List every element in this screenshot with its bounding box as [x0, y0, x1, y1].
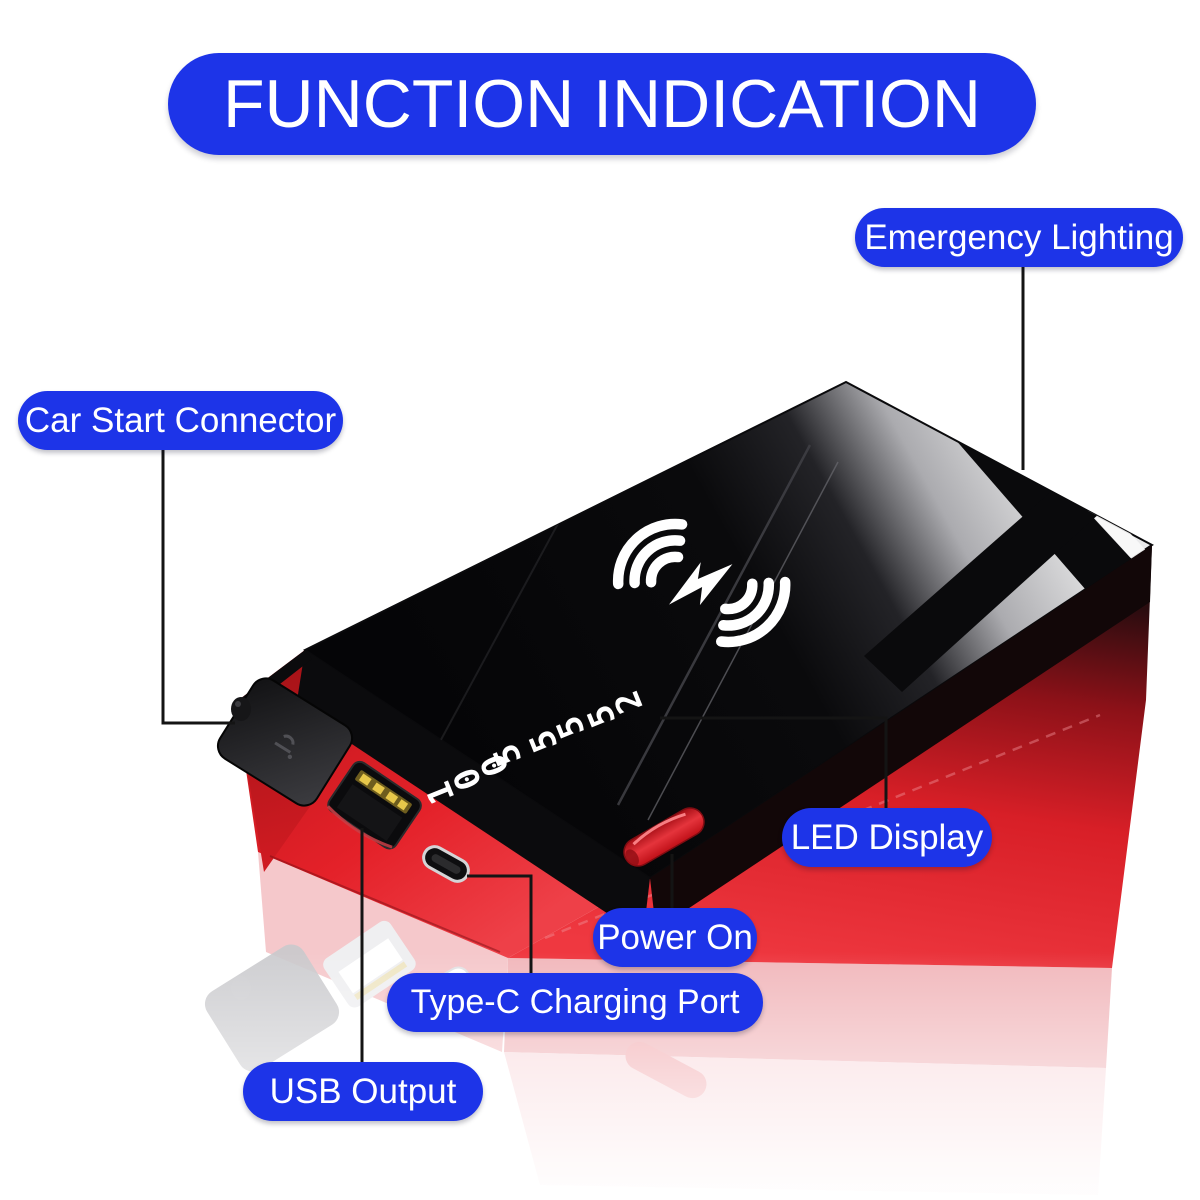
side-knob: [231, 697, 251, 721]
leader-led-display: [660, 716, 888, 810]
glass-front-edge: [296, 650, 650, 937]
usb-a-port: [326, 760, 422, 850]
callout-type-c-charging-port: Type-C Charging Port: [387, 973, 763, 1032]
wireless-charging-bolt-icon: [612, 518, 791, 648]
leader-type-c: [467, 874, 533, 975]
callout-usb-output: USB Output: [243, 1062, 483, 1121]
type-c-port: [422, 845, 470, 883]
callout-power-on: Power On: [593, 908, 757, 967]
page-title: FUNCTION INDICATION: [168, 53, 1036, 155]
callout-emergency-lighting: Emergency Lighting: [855, 208, 1183, 267]
leader-car-start-connector: [161, 450, 235, 725]
callout-car-start-connector: Car Start Connector: [18, 391, 343, 450]
power-button: [623, 807, 705, 867]
callout-led-display: LED Display: [782, 808, 992, 867]
body-right-face: [508, 545, 1152, 968]
leader-lines: [161, 267, 1025, 1064]
glass-right-edge: [650, 545, 1152, 930]
lightning-bolt-icon: [669, 562, 733, 606]
